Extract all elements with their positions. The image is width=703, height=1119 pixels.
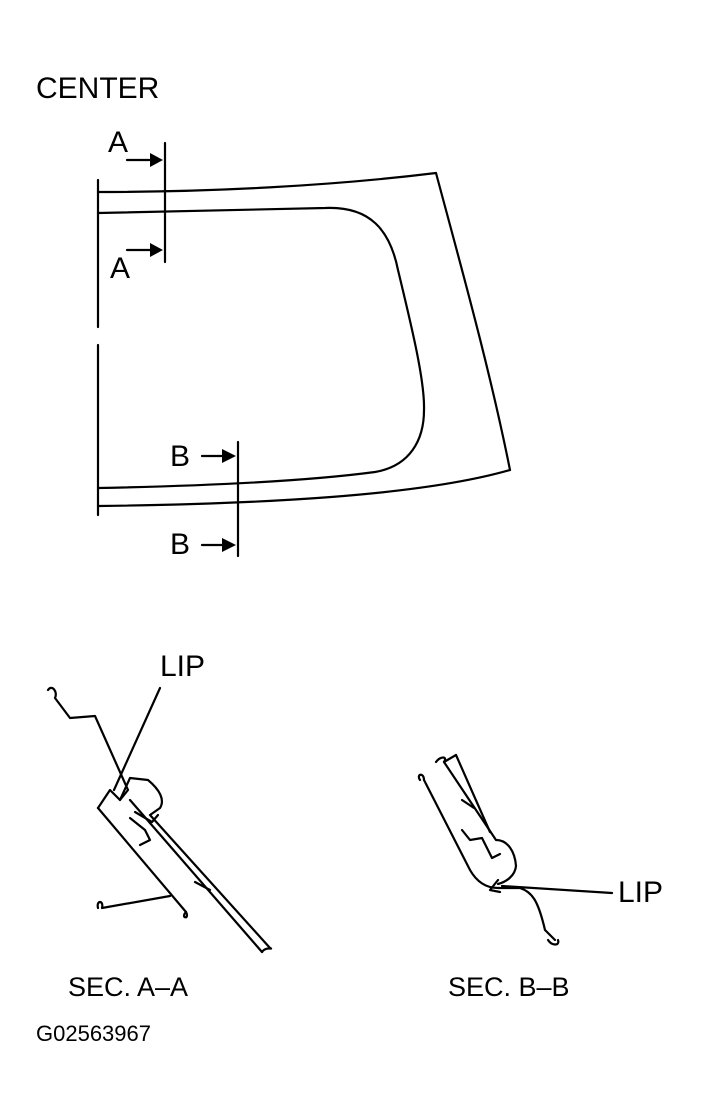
windshield-outline (96, 171, 512, 517)
arrow-a-bottom (150, 243, 163, 257)
section-a-marker-top: A (108, 126, 129, 159)
section-a-cut-line (125, 141, 167, 264)
lip-label-aa: LIP (160, 650, 206, 683)
section-b-cut-line (200, 440, 240, 558)
sec-aa-caption: SEC. A–A (68, 972, 189, 1002)
section-aa-detail (46, 686, 273, 954)
arrow-b-top (222, 449, 236, 463)
section-a-marker-bottom: A (110, 252, 131, 285)
windshield-inner-line (96, 206, 426, 490)
section-bb-detail (417, 753, 614, 946)
lip-label-bb: LIP (618, 876, 664, 909)
center-label: CENTER (36, 72, 160, 105)
section-b-marker-top: B (170, 440, 191, 473)
sec-bb-caption: SEC. B–B (448, 972, 570, 1002)
section-b-marker-bottom: B (170, 528, 191, 561)
figure-code: G02563967 (36, 1021, 151, 1046)
arrow-b-bottom (222, 538, 236, 552)
arrow-a-top (150, 153, 163, 167)
